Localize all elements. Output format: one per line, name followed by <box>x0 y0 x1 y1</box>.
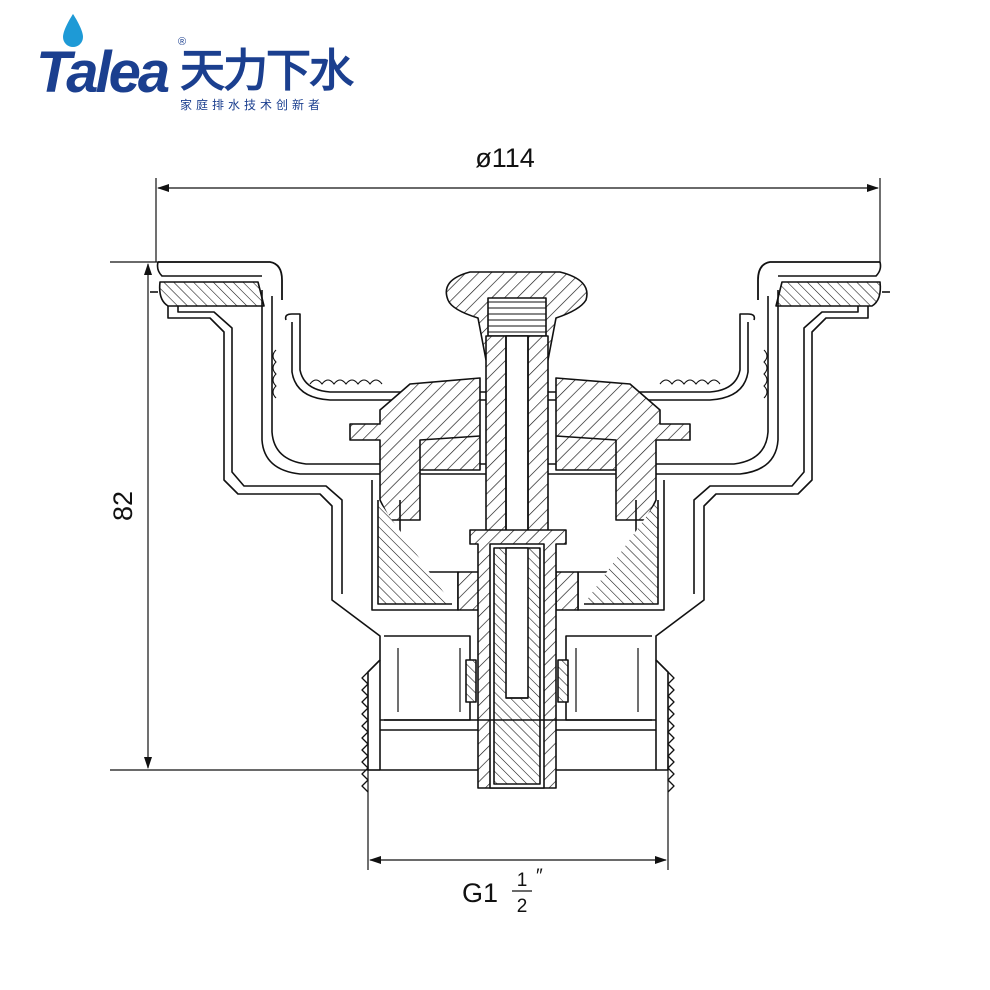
height-dimension <box>110 261 380 771</box>
thread-label-numerator: 1 <box>517 870 528 891</box>
thread-label-denominator: 2 <box>517 896 528 917</box>
top-flange <box>150 261 890 307</box>
thread-label-unit: ″ <box>536 866 543 887</box>
brand-name-chinese: 天力下水 <box>180 44 354 97</box>
central-spindle <box>469 335 567 789</box>
thread-label-prefix: G1 <box>462 878 498 908</box>
stopper-plug <box>349 377 691 611</box>
brand-name-latin: Talea <box>36 40 170 105</box>
brand-slogan: 家庭排水技术创新者 <box>180 98 325 112</box>
diameter-dimension <box>155 178 881 262</box>
diameter-label: ø114 <box>475 143 535 173</box>
lower-guide <box>380 635 656 721</box>
brand-logo: Talea ® 天力下水 家庭排水技术创新者 <box>30 10 390 125</box>
registered-mark: ® <box>178 36 187 48</box>
height-label: 82 <box>108 491 138 521</box>
stopper-knob <box>445 271 588 361</box>
water-drop-icon <box>63 14 83 47</box>
threads <box>361 671 675 793</box>
thread-dimension <box>367 760 669 870</box>
